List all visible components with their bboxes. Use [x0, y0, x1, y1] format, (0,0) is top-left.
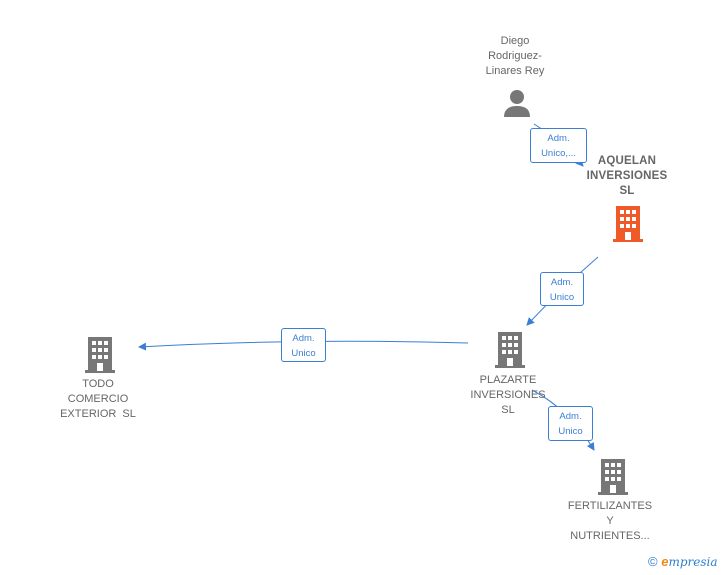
- aquelan-name[interactable]: AQUELAN INVERSIONES SL: [586, 155, 668, 197]
- relation-label-person-aquelan[interactable]: Adm. Unico,...: [530, 128, 587, 163]
- plazarte-name[interactable]: PLAZARTE INVERSIONES SL: [470, 374, 546, 416]
- relation-label-aquelan-plazarte[interactable]: Adm. Unico: [540, 272, 584, 306]
- copyright-icon: ©: [648, 554, 658, 569]
- building-icon[interactable]: [612, 206, 644, 242]
- fertilizantes-name[interactable]: FERTILIZANTES Y NUTRIENTES...: [567, 500, 653, 542]
- person-name[interactable]: Diego Rodriguez- Linares Rey: [485, 35, 545, 77]
- building-icon[interactable]: [494, 332, 526, 368]
- empresia-logo: © empresia: [648, 554, 718, 569]
- relation-label-plazarte-fertilizantes[interactable]: Adm. Unico: [548, 406, 593, 441]
- todo-comercio-name[interactable]: TODO COMERCIO EXTERIOR SL: [60, 378, 136, 420]
- building-icon[interactable]: [84, 337, 116, 373]
- building-icon[interactable]: [597, 459, 629, 495]
- relation-label-plazarte-todo[interactable]: Adm. Unico: [281, 328, 326, 362]
- person-icon[interactable]: [502, 88, 532, 118]
